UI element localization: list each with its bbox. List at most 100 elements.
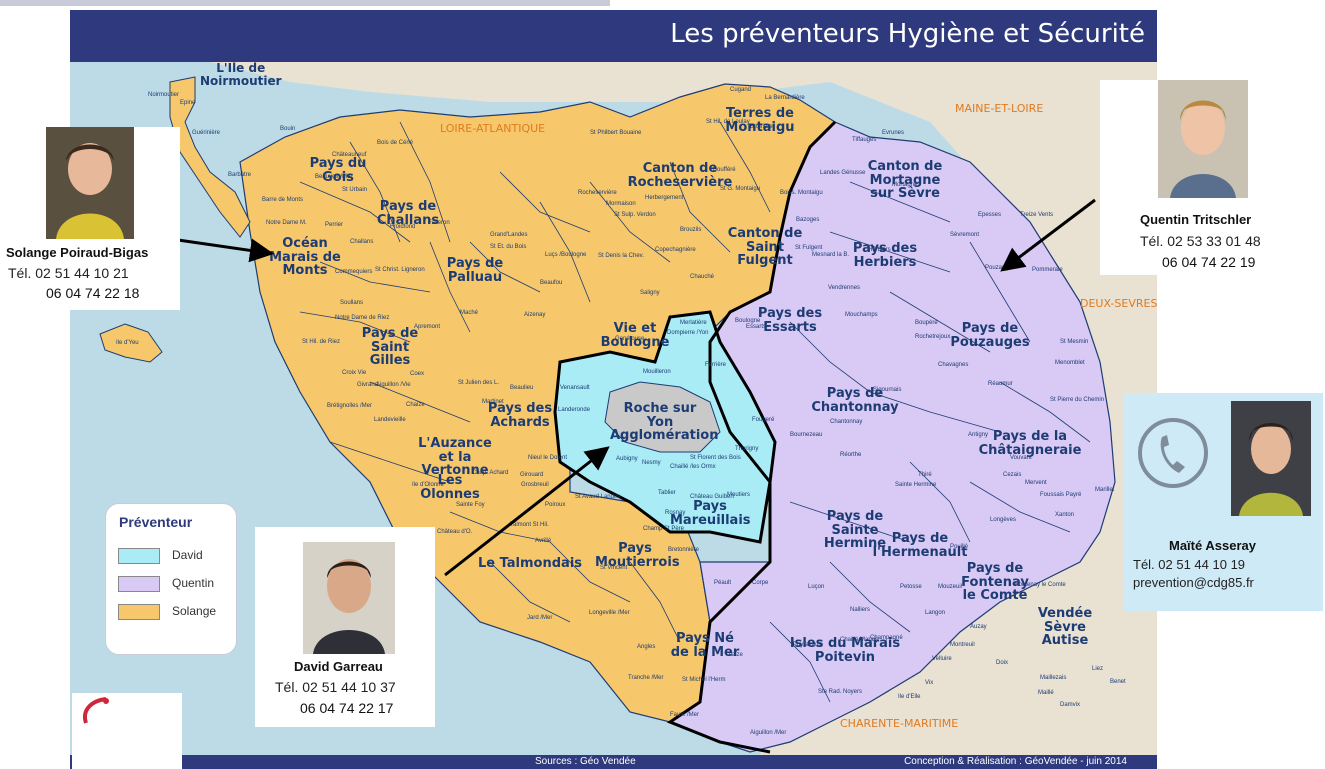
commune-label: St Pierre du Chemin xyxy=(1050,397,1105,403)
commune-label: Châteauneuf xyxy=(332,152,367,158)
commune-label: Poiroux xyxy=(545,502,566,508)
commune-label: Beauvoir /Mer xyxy=(315,174,353,180)
person-portrait-icon xyxy=(1158,80,1248,198)
commune-label: Boulogne xyxy=(735,318,761,324)
commune-label: Mouilleron xyxy=(643,369,671,375)
commune-label: Ferrière xyxy=(705,362,727,368)
commune-label: Bournezeau xyxy=(790,432,823,438)
commune-label: Ile d'Olonne xyxy=(412,482,444,488)
commune-label: Triaize xyxy=(725,652,743,658)
commune-label: Marillet xyxy=(1095,487,1115,493)
commune-label: St Michel l'Herm xyxy=(682,677,726,683)
commune-label: Boufféré xyxy=(713,167,736,173)
commune-label: Mervent xyxy=(1025,480,1047,486)
commune-label: Tablier xyxy=(658,490,676,496)
commune-label: Aiguillon /Mer xyxy=(750,730,787,736)
dept-maine-et-loire: MAINE-ET-LOIRE xyxy=(955,102,1044,115)
commune-label: Ste Rad. Noyers xyxy=(818,689,863,695)
david-photo xyxy=(303,542,395,654)
commune-label: St G. Montaigu xyxy=(720,186,761,192)
person-portrait-icon xyxy=(1231,401,1311,516)
commune-label: Notre Dame de Riez xyxy=(335,315,390,321)
geovendee-logo xyxy=(72,693,182,769)
map-svg xyxy=(99,62,1157,755)
region-pays-de-challans: Pays de Challans xyxy=(376,199,440,228)
commune-label: Champ St Père xyxy=(643,526,685,532)
commune-label: Dompierre /Yon xyxy=(667,330,709,336)
top-accent-bar xyxy=(0,0,610,6)
commune-label: Copechagnière xyxy=(655,247,696,253)
commune-label: St Fulgent xyxy=(795,245,823,251)
region-pays-des-achards: Pays des Achards xyxy=(487,401,553,430)
commune-label: Maillé xyxy=(1038,690,1054,696)
commune-label: St Urbain xyxy=(342,187,368,193)
commune-label: Damvix xyxy=(1060,702,1081,708)
commune-label: St Vincent xyxy=(600,565,628,571)
commune-label: Rosnay xyxy=(665,510,686,516)
commune-label: Champagné xyxy=(870,635,903,641)
commune-label: Chaillé Marais xyxy=(840,637,879,643)
solange-tel: Tél. 02 51 44 10 21 xyxy=(8,265,129,281)
commune-label: Aizenay xyxy=(524,312,546,318)
commune-label: Barbâtre xyxy=(228,172,252,178)
commune-label: Landevieille xyxy=(374,417,406,423)
commune-label: Beaulieu xyxy=(510,385,534,391)
commune-label: Sèvremont xyxy=(950,232,980,238)
region-le-talmondais: Le Talmondais xyxy=(477,556,583,571)
commune-label: Bruffière xyxy=(750,124,773,130)
commune-label: Luçs /Boulogne xyxy=(545,252,587,258)
dept-charente-maritime: CHARENTE-MARITIME xyxy=(840,717,959,730)
commune-label: Aiguillon /Vie xyxy=(376,382,411,388)
commune-label: Bretonnière xyxy=(668,547,700,553)
region-pays-de-pouzauges: Pays de Pouzauges xyxy=(950,321,1030,350)
commune-label: Noirmoutier xyxy=(148,92,180,98)
quentin-tel: Tél. 02 53 33 01 48 xyxy=(1140,233,1261,249)
commune-label: Boupère xyxy=(915,320,938,326)
commune-label: St Florent des Bois xyxy=(690,455,741,461)
island-noirmoutier xyxy=(169,76,251,238)
commune-label: Longèves xyxy=(990,517,1017,523)
region-pays-de-fontenay: Pays de Fontenay le Comte xyxy=(961,561,1029,604)
commune-label: Chantonnay xyxy=(830,419,863,425)
commune-label: Guérinière xyxy=(192,130,221,136)
region-pays-de-chantonnay: Pays de Chantonnay xyxy=(811,386,899,415)
commune-label: Pommeraie xyxy=(1032,267,1063,273)
logo-swoosh-icon xyxy=(83,697,109,724)
commune-label: La Bernardière xyxy=(765,95,805,101)
quentin-photo xyxy=(1158,80,1248,198)
commune-label: Beaufou xyxy=(540,280,563,286)
commune-label: St Hil. de Riez xyxy=(302,339,341,345)
commune-label: Mormaison xyxy=(606,201,636,207)
region-pays-mareuillais: Pays Mareuillais xyxy=(670,499,751,528)
maite-email[interactable]: prevention@cdg85.fr xyxy=(1133,575,1254,590)
region-pays-de-hermenault: Pays de l'Hermenault xyxy=(872,531,968,560)
commune-label: Thiré xyxy=(918,472,932,478)
legend-swatch xyxy=(118,576,160,592)
commune-label: Bazoges xyxy=(796,217,820,223)
commune-label: Cugand xyxy=(730,87,752,93)
maite-photo xyxy=(1231,401,1311,516)
commune-label: Chap. Achard xyxy=(472,470,509,476)
commune-label: Nieul le Dolent xyxy=(528,455,568,461)
commune-label: Chaillé /les Ormx xyxy=(670,464,716,470)
commune-label: Vendrennes xyxy=(828,285,861,291)
commune-label: Liez xyxy=(1092,666,1104,672)
commune-label: Herbiers xyxy=(868,247,891,253)
commune-label: Herbergement xyxy=(645,195,684,201)
commune-label: Vix xyxy=(925,680,934,686)
commune-label: St Julien des L. xyxy=(458,380,500,386)
commune-label: Saligny xyxy=(640,290,660,296)
david-tel: Tél. 02 51 44 10 37 xyxy=(275,679,396,695)
commune-label: Talmont St Hil. xyxy=(510,522,549,528)
commune-label: Puyravault xyxy=(793,642,822,648)
legend-label: Quentin xyxy=(172,576,215,590)
commune-label: Corpe xyxy=(752,580,769,586)
commune-label: Vouvant xyxy=(1010,455,1032,461)
contact-card-maite: Maïté Asseray Tél. 02 51 44 10 19 preven… xyxy=(1123,393,1323,611)
commune-label: Sigournais xyxy=(873,387,902,393)
region-pays-de-palluau: Pays de Palluau xyxy=(446,256,504,285)
commune-label: St Et. du Bois xyxy=(490,244,527,250)
commune-label: Thorigny xyxy=(735,446,759,452)
contact-card-solange: Solange Poiraud-Bigas Tél. 02 51 44 10 2… xyxy=(0,127,180,310)
island-label-line1: L'Ile de xyxy=(216,62,266,75)
